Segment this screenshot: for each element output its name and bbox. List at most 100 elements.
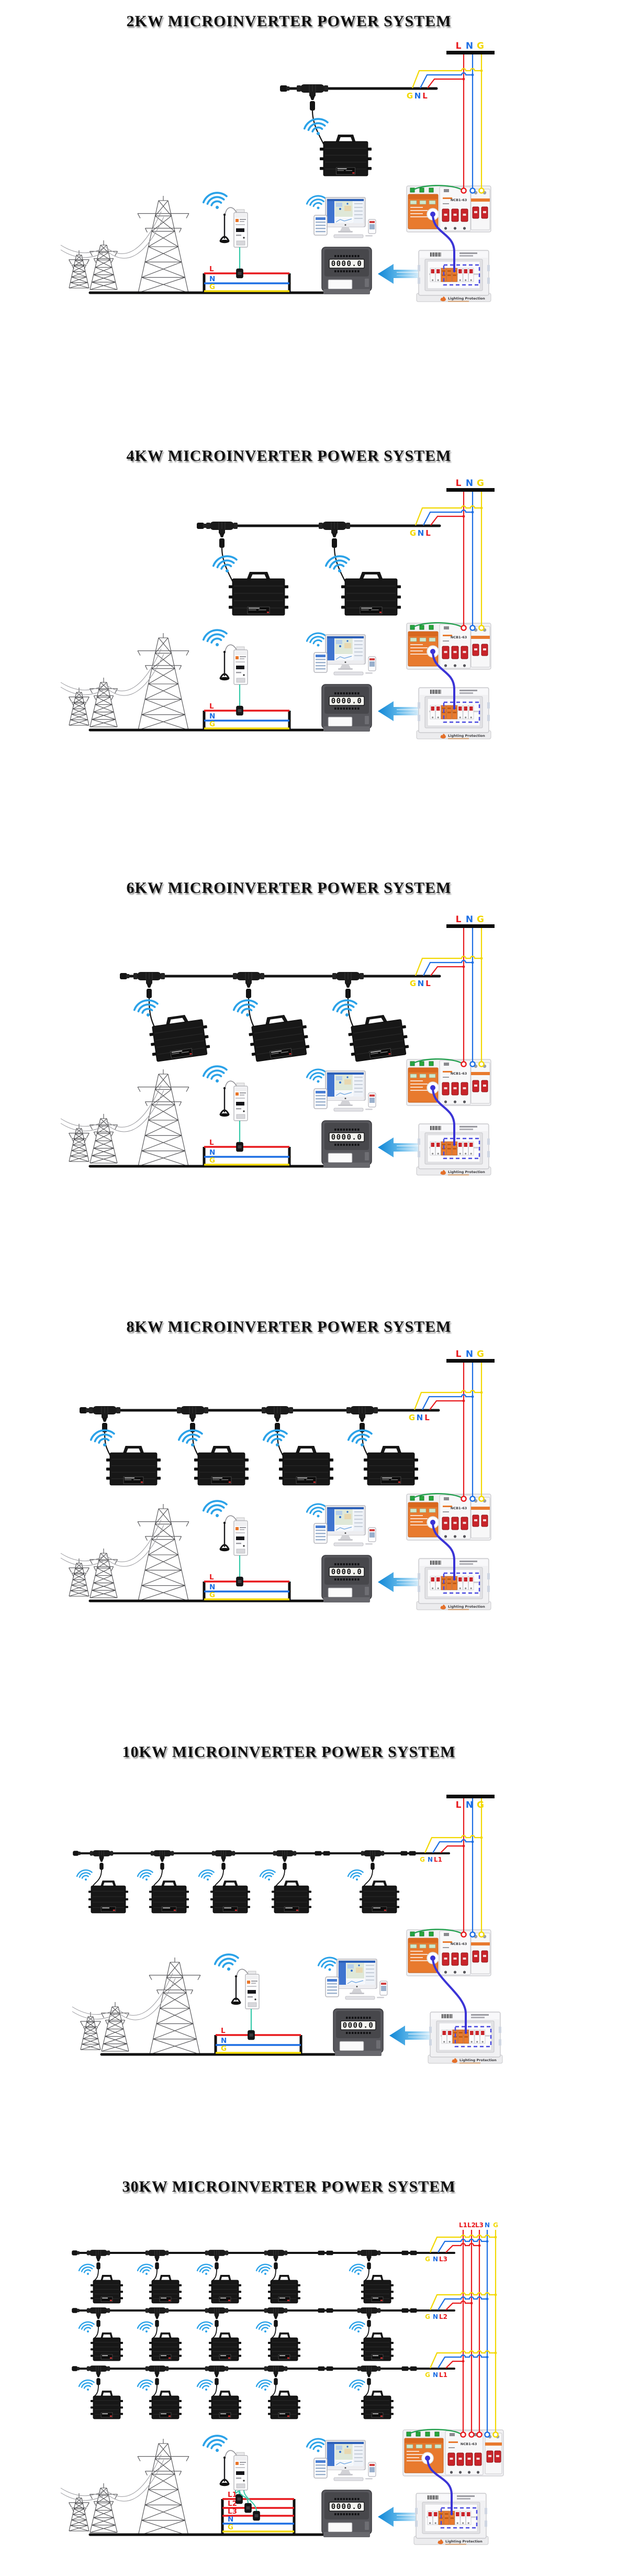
din-terminals <box>248 2002 257 2007</box>
meter-tick <box>337 2513 339 2515</box>
meter-tick <box>357 1578 360 1580</box>
inverter-port <box>341 605 345 609</box>
connector-ridge <box>214 2250 219 2256</box>
microinverter <box>91 2391 123 2419</box>
meter-tick <box>357 2498 360 2500</box>
stylus <box>365 2478 373 2480</box>
surge-window <box>410 1074 417 1078</box>
inverter-port <box>88 1906 91 1908</box>
connector-ridge <box>370 1851 375 1856</box>
t-connector <box>205 2365 229 2378</box>
label-subline <box>459 2062 480 2064</box>
bottom-bus-label: L2 <box>228 2500 237 2508</box>
meter-tick <box>354 1563 356 1565</box>
surge-text-line <box>410 1954 428 1955</box>
inverter-port <box>330 1458 333 1462</box>
drop-plug <box>155 2262 159 2270</box>
bottom-bus: LNG <box>88 1573 330 1602</box>
power-line-droop <box>60 1557 104 1566</box>
din-terminals <box>236 1114 245 1119</box>
wifi-arc <box>262 1429 288 1441</box>
busbar-label: L <box>456 1800 462 1810</box>
ct-clamp-hole <box>238 1145 242 1148</box>
drop-cone <box>96 2316 100 2319</box>
toggle-dash <box>444 214 447 216</box>
wifi-arc <box>354 2327 362 2331</box>
grid-towers <box>72 1958 201 2055</box>
energy-meter: 0000.0 <box>333 2008 384 2056</box>
rise-wire <box>445 2300 472 2310</box>
wifi-arc <box>137 2379 153 2387</box>
teal-ct-wire <box>235 2490 240 2495</box>
mini-surge-line <box>459 2036 463 2038</box>
microinverter <box>361 2391 394 2419</box>
wifi-dot <box>360 1443 364 1447</box>
t-connector <box>150 1850 174 1862</box>
inverter-nameplate <box>284 1906 299 1912</box>
mini-surge-line <box>442 270 445 272</box>
wifi-arc <box>199 2267 211 2272</box>
wifi-arc <box>78 2379 95 2387</box>
breaker-screw <box>453 1535 457 1538</box>
mini-toggle <box>431 269 434 273</box>
nameplate-mark <box>287 2299 289 2301</box>
toggle-dash <box>453 651 457 653</box>
inverter-port <box>120 2284 123 2286</box>
connector-nut <box>357 2250 361 2256</box>
surge-text-line <box>407 2460 424 2461</box>
wifi-icon <box>78 2321 95 2332</box>
nameplate-mark <box>228 2299 230 2301</box>
drop-port <box>221 1855 226 1859</box>
transmission-tower <box>149 1958 201 2055</box>
drop-port <box>309 92 316 96</box>
dc-blue-wire <box>432 1521 455 1580</box>
mini-surge-line <box>447 1144 451 1145</box>
inverter-fin <box>154 1026 202 1034</box>
wifi-arc <box>262 1872 274 1878</box>
surge-window <box>419 637 427 642</box>
t-connector <box>264 2365 288 2378</box>
tablet-line <box>327 1979 337 1982</box>
rise-wire <box>438 2296 487 2310</box>
meter-tick <box>334 255 337 257</box>
rise-wire <box>429 2234 496 2253</box>
breaker-screw <box>463 227 466 230</box>
grid-towers <box>60 2439 189 2536</box>
barcode-icon <box>434 2495 435 2500</box>
inverter-port <box>245 1467 249 1471</box>
nameplate-mark <box>289 1053 291 1055</box>
inverter-handle-hole <box>103 1882 114 1886</box>
surge-text-line <box>410 1518 428 1519</box>
wifi-arc <box>83 2385 92 2389</box>
panel-line <box>354 207 363 208</box>
drop-plug <box>215 2378 219 2385</box>
inverter-port <box>149 2297 152 2299</box>
power-line-droop <box>72 2006 115 2015</box>
inverter-port <box>351 1052 355 1056</box>
meter-tick <box>349 255 351 257</box>
panel-line <box>354 2450 363 2451</box>
wifi-arc <box>89 1429 115 1441</box>
inverter-port <box>88 1890 91 1893</box>
nameplate-line <box>271 1050 282 1053</box>
drop-port <box>366 2254 372 2259</box>
cable-coupler <box>401 2250 409 2256</box>
inverter-port <box>239 2413 241 2415</box>
power-line-droop <box>60 245 104 253</box>
cable-coupler <box>410 2250 417 2256</box>
microinverter <box>194 1446 249 1486</box>
phone-line <box>369 221 375 223</box>
nameplate-mark <box>168 2299 171 2301</box>
breaker-stripe <box>471 1072 490 1075</box>
meter-tick <box>349 270 351 272</box>
inverter-handle-hole <box>221 2392 229 2396</box>
phone-line <box>369 224 375 229</box>
antenna-tip <box>223 1521 226 1524</box>
monitor-stand <box>340 664 351 668</box>
breaker-screw <box>467 2471 471 2474</box>
tablet-line <box>316 662 326 664</box>
surge-header <box>408 194 438 199</box>
connector-nut <box>360 973 364 979</box>
inverter-port <box>279 1458 283 1462</box>
